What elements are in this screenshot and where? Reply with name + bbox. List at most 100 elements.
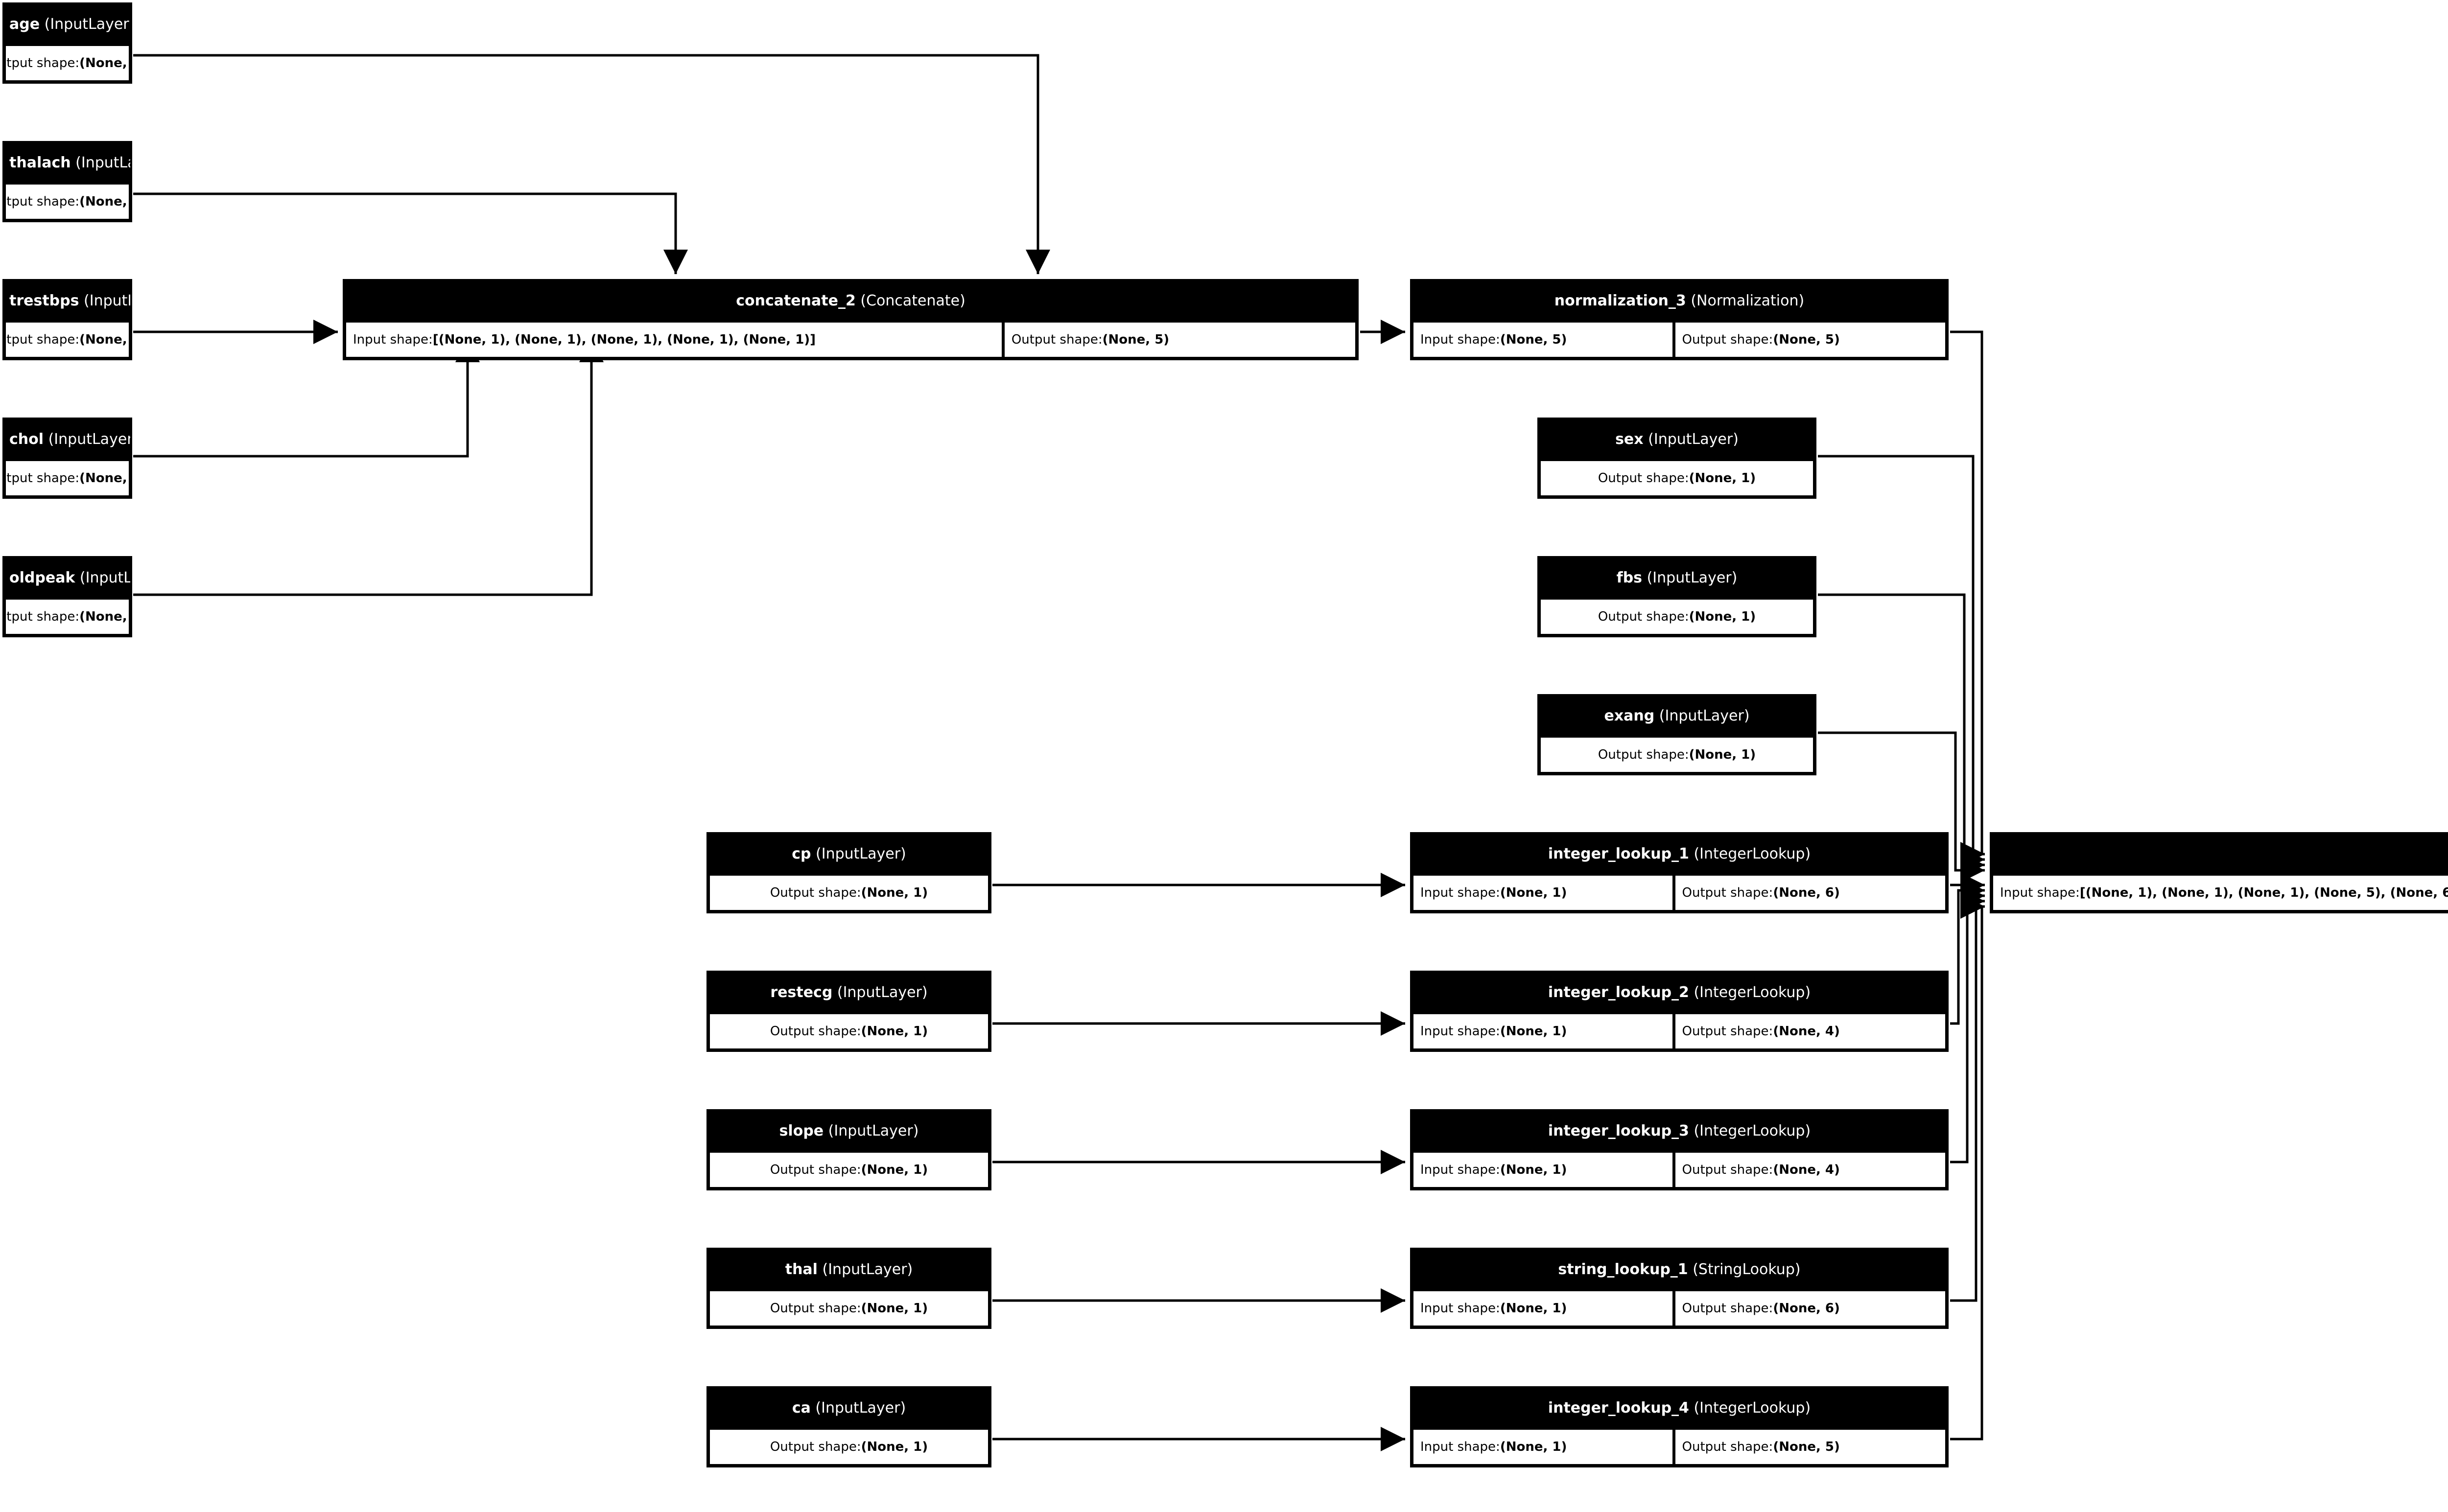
node-integer_lookup_2[interactable]: integer_lookup_2 (IntegerLookup) Input sh… (1410, 971, 1949, 1052)
output-shape-value: (None, 1) (861, 1301, 928, 1316)
node-oldpeak[interactable]: oldpeak (InputLayer)Output shape: (None,… (2, 556, 132, 637)
node-slope[interactable]: slope (InputLayer)Output shape: (None, 1… (706, 1109, 991, 1190)
node-title-thal: thal (InputLayer) (708, 1250, 989, 1290)
output-shape-label: Output shape: (1011, 332, 1103, 347)
output-shape-cell-ca: Output shape: (None, 1) (708, 1428, 989, 1465)
node-body-integer_lookup_2: Input shape: (None, 1)Output shape: (Non… (1412, 1013, 1947, 1050)
node-fbs[interactable]: fbs (InputLayer)Output shape: (None, 1) (1537, 556, 1816, 637)
output-shape-cell-slope: Output shape: (None, 1) (708, 1151, 989, 1188)
node-name-integer_lookup_3: integer_lookup_3 (1548, 1122, 1689, 1140)
output-shape-label: Output shape: (770, 1301, 861, 1316)
node-type-exang: (InputLayer) (1654, 707, 1750, 724)
node-title-integer_lookup_3: integer_lookup_3 (IntegerLookup) (1412, 1111, 1947, 1151)
output-shape-cell-normalization_3: Output shape: (None, 5) (1673, 321, 1947, 358)
output-shape-cell-age: Output shape: (None, 1) (4, 45, 130, 82)
node-concatenate_2[interactable]: concatenate_2 (Concatenate)Input shape: … (343, 279, 1359, 360)
output-shape-label: Output shape: (6, 609, 80, 624)
node-exang[interactable]: exang (InputLayer)Output shape: (None, 1… (1537, 694, 1816, 775)
node-thal[interactable]: thal (InputLayer)Output shape: (None, 1) (706, 1248, 991, 1329)
output-shape-cell-restecg: Output shape: (None, 1) (708, 1013, 989, 1050)
node-restecg[interactable]: restecg (InputLayer)Output shape: (None,… (706, 971, 991, 1052)
node-title-exang: exang (InputLayer) (1539, 696, 1814, 736)
output-shape-value: (None, 6) (1773, 885, 1840, 900)
output-shape-cell-integer_lookup_3: Output shape: (None, 4) (1673, 1151, 1947, 1188)
node-integer_lookup_4[interactable]: integer_lookup_4 (IntegerLookup)Input sh… (1410, 1386, 1949, 1467)
output-shape-cell-thal: Output shape: (None, 1) (708, 1290, 989, 1327)
node-name-normalization_3: normalization_3 (1554, 292, 1686, 309)
node-type-string_lookup_1: (StringLookup) (1688, 1261, 1801, 1278)
input-shape-label: Input shape: (1420, 332, 1500, 347)
input-shape-value: [(None, 1), (None, 1), (None, 1), (None,… (432, 332, 816, 347)
output-shape-label: Output shape: (1598, 609, 1689, 624)
node-body-oldpeak: Output shape: (None, 1) (4, 598, 130, 635)
node-ca[interactable]: ca (InputLayer)Output shape: (None, 1) (706, 1386, 991, 1467)
output-shape-value: (None, 1) (79, 194, 129, 209)
output-shape-value: (None, 4) (1773, 1163, 1840, 1177)
node-type-integer_lookup_2: (IntegerLookup) (1689, 984, 1811, 1001)
node-body-concatenate_3: Input shape: [(None, 1), (None, 1), (Non… (1992, 874, 2448, 911)
input-shape-label: Input shape: (1420, 1024, 1500, 1039)
node-chol[interactable]: chol (InputLayer)Output shape: (None, 1) (2, 418, 132, 499)
input-shape-cell-integer_lookup_3: Input shape: (None, 1) (1412, 1151, 1674, 1188)
node-concatenate_3[interactable]: concatenate_3 (Concatenate)Input shape: … (1990, 832, 2448, 913)
node-integer_lookup_3[interactable]: integer_lookup_3 (IntegerLookup)Input sh… (1410, 1109, 1949, 1190)
input-shape-label: Input shape: (1420, 1440, 1500, 1454)
edge-integerlookup4-to-concatenate3 (1950, 894, 1985, 1441)
output-shape-label: Output shape: (770, 1163, 861, 1177)
node-name-fbs: fbs (1616, 569, 1643, 586)
node-name-concatenate_2: concatenate_2 (736, 292, 856, 309)
node-type-slope: (InputLayer) (824, 1122, 919, 1140)
node-title-concatenate_2: concatenate_2 (Concatenate) (345, 281, 1357, 321)
node-name-ca: ca (792, 1399, 811, 1417)
node-cp[interactable]: cp (InputLayer)Output shape: (None, 1) (706, 832, 991, 913)
input-shape-cell-normalization_3: Input shape: (None, 5) (1412, 321, 1674, 358)
node-body-chol: Output shape: (None, 1) (4, 460, 130, 497)
node-body-slope: Output shape: (None, 1) (708, 1151, 989, 1188)
input-shape-value: (None, 1) (1500, 1301, 1567, 1316)
node-integer_lookup_1[interactable]: integer_lookup_1 (IntegerLookup)Input sh… (1410, 832, 1949, 913)
output-shape-cell-oldpeak: Output shape: (None, 1) (4, 598, 130, 635)
node-body-normalization_3: Input shape: (None, 5)Output shape: (Non… (1412, 321, 1947, 358)
node-name-cp: cp (792, 845, 811, 862)
output-shape-label: Output shape: (1598, 471, 1689, 486)
node-type-normalization_3: (Normalization) (1686, 292, 1805, 309)
node-name-chol: chol (9, 431, 44, 448)
node-type-restecg: (InputLayer) (832, 984, 928, 1001)
input-shape-cell-integer_lookup_4: Input shape: (None, 1) (1412, 1428, 1674, 1465)
node-age[interactable]: age (InputLayer)Output shape: (None, 1) (2, 2, 132, 84)
node-body-thalach: Output shape: (None, 1) (4, 183, 130, 220)
node-type-age: (InputLayer) (40, 16, 130, 33)
node-body-restecg: Output shape: (None, 1) (708, 1013, 989, 1050)
input-shape-cell-concatenate_2: Input shape: [(None, 1), (None, 1), (Non… (345, 321, 1003, 358)
node-name-integer_lookup_2: integer_lookup_2 (1548, 984, 1689, 1001)
output-shape-label: Output shape: (1682, 332, 1773, 347)
output-shape-value: (None, 1) (1689, 471, 1756, 486)
node-body-exang: Output shape: (None, 1) (1539, 736, 1814, 773)
output-shape-label: Output shape: (1682, 1301, 1773, 1316)
output-shape-value: (None, 1) (861, 1163, 928, 1177)
node-title-normalization_3: normalization_3 (Normalization) (1412, 281, 1947, 321)
node-title-ca: ca (InputLayer) (708, 1388, 989, 1428)
input-shape-cell-string_lookup_1: Input shape: (None, 1) (1412, 1290, 1674, 1327)
node-thalach[interactable]: thalach (InputLayer)Output shape: (None,… (2, 141, 132, 222)
input-shape-value: (None, 1) (1500, 1440, 1567, 1454)
output-shape-label: Output shape: (1682, 1024, 1773, 1039)
node-body-integer_lookup_1: Input shape: (None, 1)Output shape: (Non… (1412, 874, 1947, 911)
input-shape-label: Input shape: (1420, 1163, 1500, 1177)
output-shape-label: Output shape: (1682, 1163, 1773, 1177)
node-trestbps[interactable]: trestbps (InputLayer)Output shape: (None… (2, 279, 132, 360)
output-shape-cell-string_lookup_1: Output shape: (None, 6) (1673, 1290, 1947, 1327)
node-body-ca: Output shape: (None, 1) (708, 1428, 989, 1465)
node-title-sex: sex (InputLayer) (1539, 419, 1814, 460)
node-title-integer_lookup_1: integer_lookup_1 (IntegerLookup) (1412, 834, 1947, 874)
output-shape-label: Output shape: (6, 471, 80, 486)
node-normalization_3[interactable]: normalization_3 (Normalization)Input sha… (1410, 279, 1949, 360)
node-title-integer_lookup_4: integer_lookup_4 (IntegerLookup) (1412, 1388, 1947, 1428)
node-body-integer_lookup_3: Input shape: (None, 1)Output shape: (Non… (1412, 1151, 1947, 1188)
output-shape-value: (None, 1) (861, 1024, 928, 1039)
output-shape-cell-exang: Output shape: (None, 1) (1539, 736, 1814, 773)
node-string_lookup_1[interactable]: string_lookup_1 (StringLookup)Input shap… (1410, 1248, 1949, 1329)
output-shape-label: Output shape: (770, 1440, 861, 1454)
node-sex[interactable]: sex (InputLayer) Output shape: (None, 1) (1537, 418, 1816, 499)
